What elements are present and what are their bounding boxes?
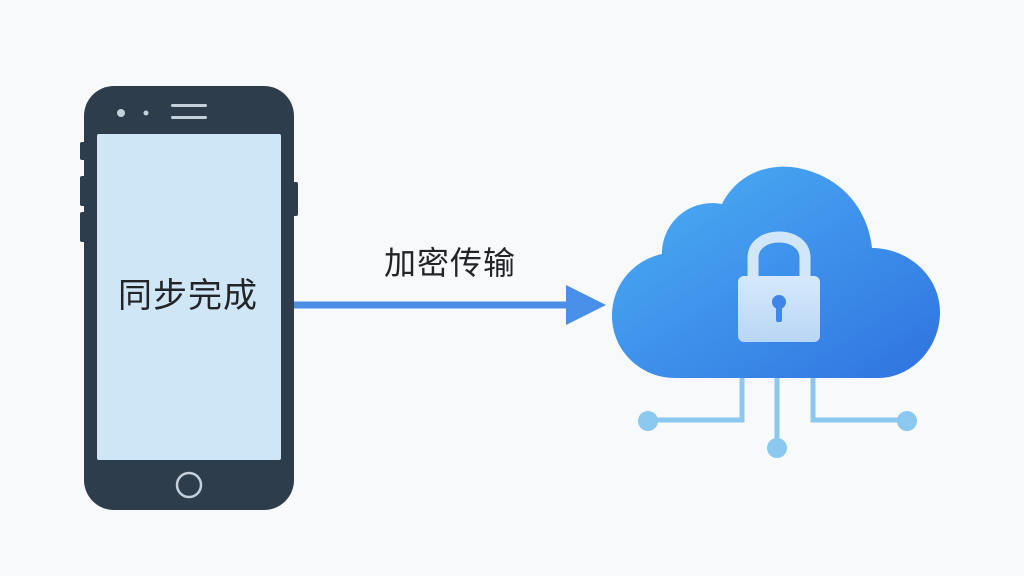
phone-camera-icon bbox=[117, 109, 125, 117]
arrow-head-icon bbox=[566, 285, 606, 325]
phone-status-text: 同步完成 bbox=[118, 276, 258, 316]
network-node-center-icon bbox=[767, 438, 787, 458]
cloud-shape bbox=[612, 166, 940, 378]
network-node-left-icon bbox=[638, 411, 658, 431]
cloud-icon bbox=[612, 166, 940, 378]
lock-icon bbox=[738, 231, 820, 342]
network-line-right bbox=[810, 369, 908, 423]
arrow-label: 加密传输 bbox=[384, 244, 517, 282]
keyhole-slot bbox=[776, 304, 782, 322]
keyhole-icon bbox=[772, 295, 786, 309]
phone-sensor-icon bbox=[143, 110, 149, 116]
network-node-right-icon bbox=[897, 411, 917, 431]
phone-screen bbox=[97, 134, 281, 460]
smartphone bbox=[80, 86, 298, 510]
transfer-arrow bbox=[294, 285, 606, 325]
network-connections bbox=[647, 369, 908, 450]
home-button-icon bbox=[175, 471, 203, 499]
phone-speaker-icon bbox=[171, 116, 207, 119]
network-line-left bbox=[647, 369, 745, 423]
phone-speaker-icon bbox=[171, 104, 207, 107]
lock-shackle bbox=[747, 231, 811, 276]
